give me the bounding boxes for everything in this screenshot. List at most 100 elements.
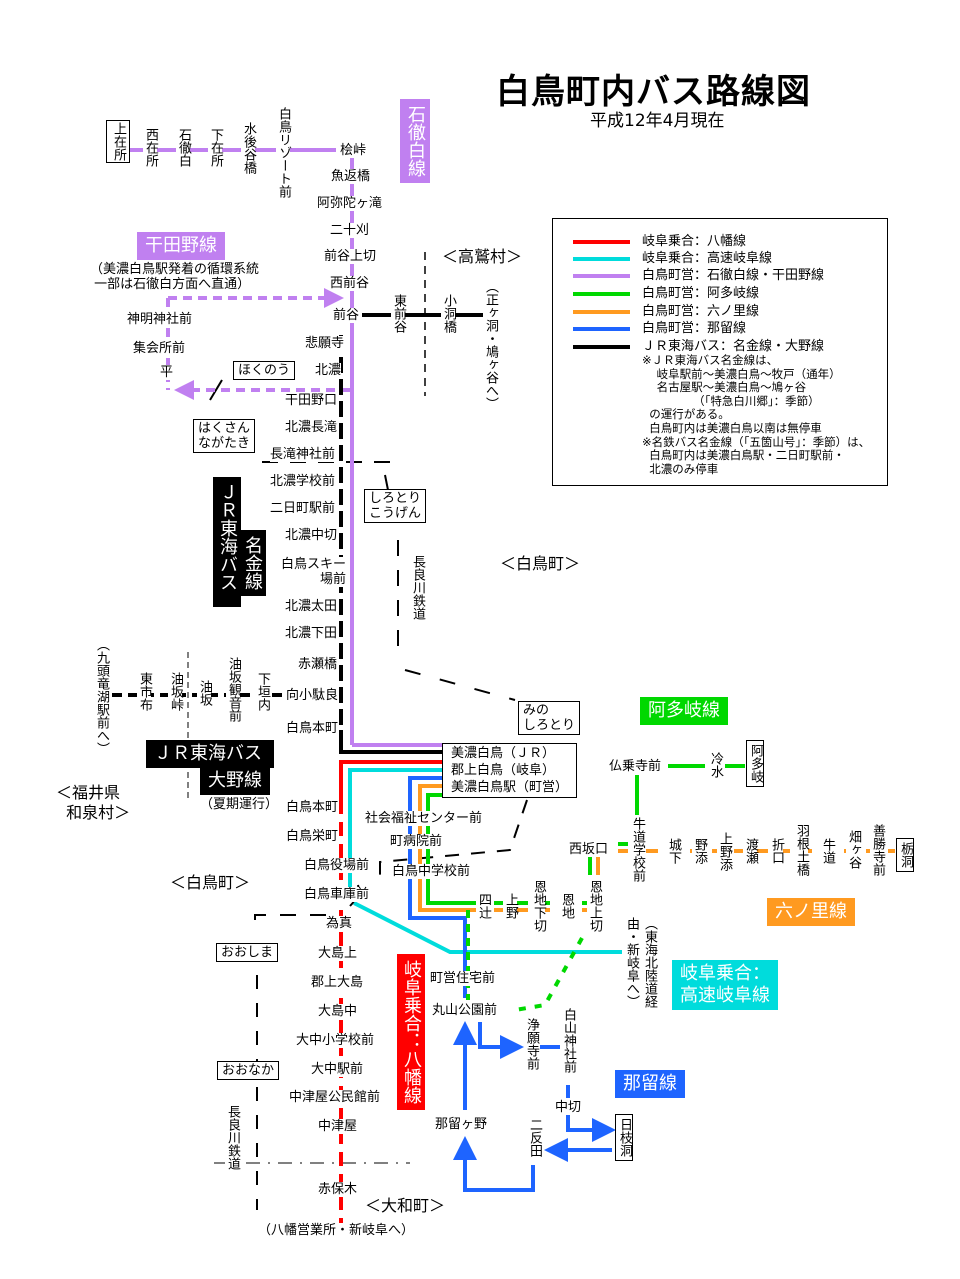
kosoku-gifu-line xyxy=(348,768,623,954)
legend-swatch-black xyxy=(573,345,630,349)
stop: 前谷 xyxy=(333,308,360,323)
legend-item: ＪＲ東海バス：名金線・大野線 xyxy=(642,339,825,354)
rail-label: 長良川鉄道 xyxy=(410,555,425,620)
stop: 北濃学校前 xyxy=(270,474,336,489)
stop: 那留ヶ野 xyxy=(435,1117,488,1132)
stop: 長滝神社前 xyxy=(270,447,336,462)
stop: 神明神社前 xyxy=(127,312,193,327)
route-label-ishitetsu: 石徹白線 xyxy=(400,99,430,183)
stop: 渡瀬 xyxy=(743,838,758,864)
stop: 上野 xyxy=(503,893,518,919)
stop: 白鳥スキー場前 xyxy=(272,557,346,587)
stop: 大中駅前 xyxy=(311,1062,364,1077)
area-box-hokunou: ほくのう xyxy=(233,361,296,380)
stop: 町営住宅前 xyxy=(430,971,496,986)
legend: 岐阜乗合：八幡線 岐阜乗合：高速岐阜線 白鳥町営：石徹白線・干田野線 白鳥町営：… xyxy=(552,218,888,486)
stop: 西坂口 xyxy=(569,842,609,857)
stop: 牛道 xyxy=(820,838,835,864)
stop: 桧峠 xyxy=(340,143,367,158)
boundary-lines xyxy=(187,252,528,1210)
route-label-kosoku: 岐阜乗合： 高速岐阜線 xyxy=(672,960,778,1010)
stop: 赤瀬橋 xyxy=(298,657,338,672)
stop: 水後谷橋 xyxy=(241,122,256,174)
stop: 大島中 xyxy=(318,1004,358,1019)
route-label-hachiman: 岐阜乗合：八幡線 xyxy=(397,954,425,1110)
stop: 前谷上切 xyxy=(324,249,377,264)
stop: 牛道学校前 xyxy=(630,817,645,882)
stop: 阿弥陀ヶ滝 xyxy=(317,196,383,211)
route-label-atagi: 阿多岐線 xyxy=(640,697,728,725)
direction-tokai: （東海北陸道経由・新岐阜へ） xyxy=(622,917,658,1029)
area-box-shirotori-kougen: しろとり こうげん xyxy=(364,489,427,523)
stop: 郡上大島 xyxy=(311,975,364,990)
stop-tochibora-terminal: 栃洞 xyxy=(896,838,914,872)
stop: 北濃太田 xyxy=(285,599,338,614)
direction-kuzuryu: （九頭竜湖駅前へ） xyxy=(94,638,109,755)
stop: 恩地下切 xyxy=(531,880,546,932)
legend-swatch-cyan xyxy=(573,257,630,261)
legend-swatch-green xyxy=(573,292,630,296)
stop: 西前谷 xyxy=(330,276,370,291)
route-label-jr-ono-b: 大野線 xyxy=(200,767,270,795)
stop: 小洞橋 xyxy=(441,294,456,333)
area-box-mino-shirotori: みの しろとり xyxy=(518,701,581,735)
stop: 下垣内 xyxy=(255,672,270,711)
map-subtitle: 平成12年4月現在 xyxy=(590,111,725,131)
area-box-ooshima: おおしま xyxy=(216,943,279,962)
stop: 冷水 xyxy=(708,752,723,778)
stop: 城下 xyxy=(666,838,681,864)
route-label-jr-meikin-a: ＪＲ東海バス xyxy=(213,477,241,607)
terminal-box: 美濃白鳥（ＪＲ） 郡上白鳥（岐阜） 美濃白鳥駅（町営） xyxy=(442,743,578,798)
legend-swatch-red xyxy=(573,240,630,244)
stop: 悲願寺 xyxy=(305,336,345,351)
stop: 恩地 xyxy=(559,893,574,919)
legend-item: 岐阜乗合：高速岐阜線 xyxy=(642,251,773,266)
rail-label: 長良川鉄道 xyxy=(225,1105,240,1170)
stop: 善勝寺前 xyxy=(870,824,885,876)
stop: 白鳥栄町 xyxy=(286,829,339,844)
route-label-jr-ono-a: ＪＲ東海バス xyxy=(146,740,274,768)
direction-hachiman-end: （八幡営業所・新岐阜へ） xyxy=(258,1223,415,1238)
nadome-line xyxy=(408,776,616,1192)
region-shirotori: ＜白鳥町＞ xyxy=(170,873,251,892)
route-label-jr-meikin-b: 名金線 xyxy=(238,530,266,596)
route-label-rokunori: 六ノ里線 xyxy=(767,898,855,926)
stop: 二日町駅前 xyxy=(270,501,336,516)
stop: 北濃長滝 xyxy=(285,420,338,435)
stop-hiebora-terminal: 日枝洞 xyxy=(615,1114,633,1161)
stop: 中津屋 xyxy=(318,1119,358,1134)
legend-item: 白鳥町営：那留線 xyxy=(642,321,747,336)
legend-item: 白鳥町営：石徹白線・干田野線 xyxy=(642,268,825,283)
legend-item: 白鳥町営：六ノ里線 xyxy=(642,304,760,319)
stop: 白鳥リゾート前 xyxy=(276,107,291,198)
area-box-oonaka: おおなか xyxy=(217,1061,280,1080)
region-fukui-izumi: ＜福井県 和泉村＞ xyxy=(56,783,131,822)
stop: 為真 xyxy=(326,916,353,931)
stop: 向小駄良 xyxy=(286,688,339,703)
stop: 北濃下田 xyxy=(285,626,338,641)
stop: 下在所 xyxy=(208,128,223,167)
legend-swatch-blue xyxy=(573,327,630,331)
stop: 四辻 xyxy=(476,893,491,919)
legend-note: ※ＪＲ東海バス名金線は、 岐阜駅前～美濃白鳥～牧戸（通年） 名古屋駅～美濃白鳥～… xyxy=(642,353,871,476)
terminal-gifu: 郡上白鳥（岐阜） xyxy=(451,763,556,778)
route-label-nadome: 那留線 xyxy=(615,1070,685,1098)
route-label-sendano: 干田野線 xyxy=(137,232,225,260)
stop: 二十刈 xyxy=(330,223,370,238)
legend-item: 岐阜乗合：八幡線 xyxy=(642,234,747,249)
ono-note: （夏期運行） xyxy=(200,797,279,812)
stop: 浄願寺前 xyxy=(524,1018,539,1070)
legend-swatch-purple xyxy=(573,274,630,278)
stop: 白鳥車庫前 xyxy=(304,887,370,902)
region-takasu: ＜高鷲村＞ xyxy=(442,247,523,266)
stop: 赤保木 xyxy=(318,1182,358,1197)
stop: 仏乗寺前 xyxy=(609,759,662,774)
area-box-hakusan-nagataki: はくさん ながたき xyxy=(193,419,256,453)
map-title: 白鳥町内バス路線図 xyxy=(496,72,811,112)
stop: 白鳥役場前 xyxy=(304,858,370,873)
legend-swatch-orange xyxy=(573,310,630,314)
stop: 油坂観音前 xyxy=(226,657,241,722)
direction-shogabora: （正ヶ洞・鳩ヶ谷へ） xyxy=(483,280,498,410)
stop: 西在所 xyxy=(143,128,158,167)
